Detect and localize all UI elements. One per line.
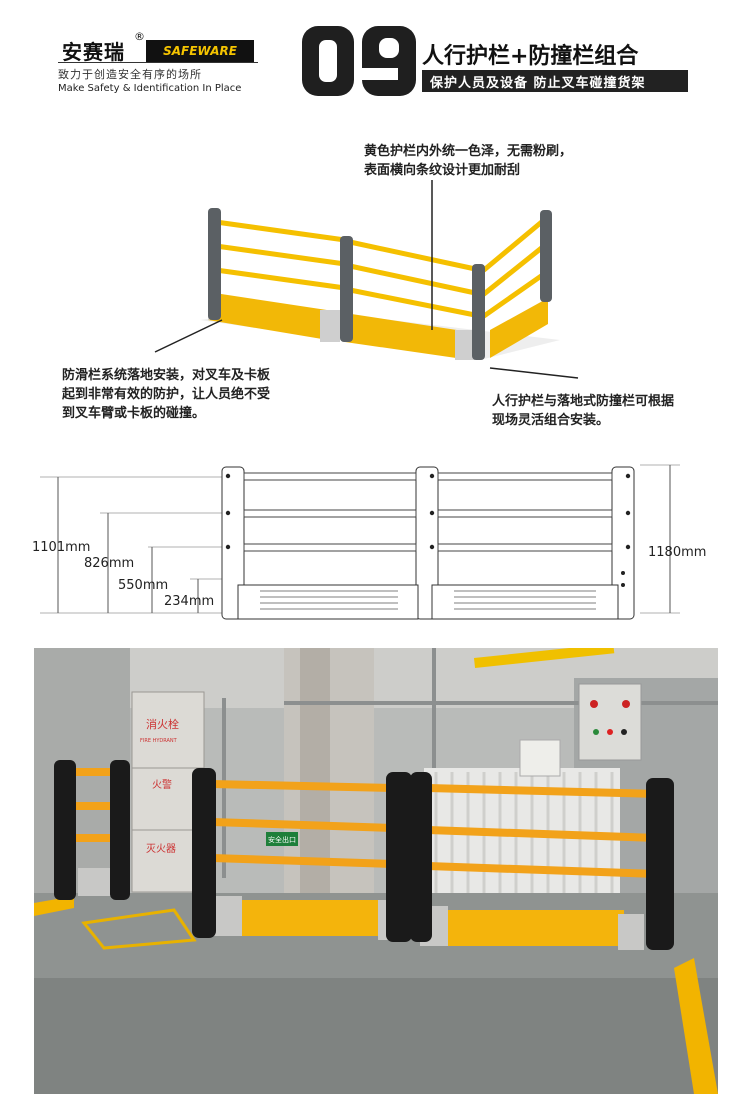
section-number: 09 [302,26,416,96]
annotation-line: 表面横向条纹设计更加耐刮 [364,163,521,178]
page-subtitle: 保护人员及设备 防止叉车碰撞货架 [430,76,646,91]
barrier-render [200,208,560,360]
brand-name-cn: 安赛瑞 [62,40,125,64]
annotation-color: 黄色护栏内外统一色泽，无需粉刷， 表面横向条纹设计更加耐刮 [364,142,572,180]
page-title: 人行护栏+防撞栏组合 [422,44,639,69]
slogan-cn: 致力于创造安全有序的场所 [58,68,202,81]
leader-lines [154,180,579,379]
annotation-combo: 人行护栏与落地式防撞栏可根据 现场灵活组合安装。 [492,392,674,430]
annotation-line: 防滑栏系统落地安装，对叉车及卡板 [62,368,271,383]
divider [58,62,258,63]
annotation-line: 现场灵活组合安装。 [492,413,610,428]
dimension-drawing [40,464,680,620]
dim-label-234: 234mm [164,594,215,609]
slogan-en: Make Safety & Identification In Place [58,83,242,94]
hydrant-sign: 消火栓 [146,717,179,731]
registered-mark: ® [134,30,145,43]
extinguisher-sign: 灭火器 [146,843,176,855]
annotation-line: 起到非常有效的防护，让人员绝不受 [62,387,271,402]
hydrant-sign-en: FIRE HYDRANT [140,738,178,744]
dim-label-1180: 1180mm [648,545,707,560]
subtitle-bar [422,70,688,92]
dim-label-550: 550mm [118,578,169,593]
exit-sign: 安全出口 [268,835,296,844]
installation-photo: 消火栓 FIRE HYDRANT 火警 灭火器 安全出口 [34,648,718,1094]
dim-label-826: 826mm [84,556,135,571]
annotation-line: 到叉车臂或卡板的碰撞。 [62,406,206,421]
annotation-floor: 防滑栏系统落地安装，对叉车及卡板 起到非常有效的防护，让人员绝不受 到叉车臂或卡… [62,366,270,423]
brand-name-en: SAFEWARE [146,40,254,62]
annotation-line: 黄色护栏内外统一色泽，无需粉刷， [364,144,573,159]
annotation-line: 人行护栏与落地式防撞栏可根据 [492,394,675,409]
alarm-sign: 火警 [152,778,172,791]
dim-label-1101: 1101mm [32,540,91,555]
